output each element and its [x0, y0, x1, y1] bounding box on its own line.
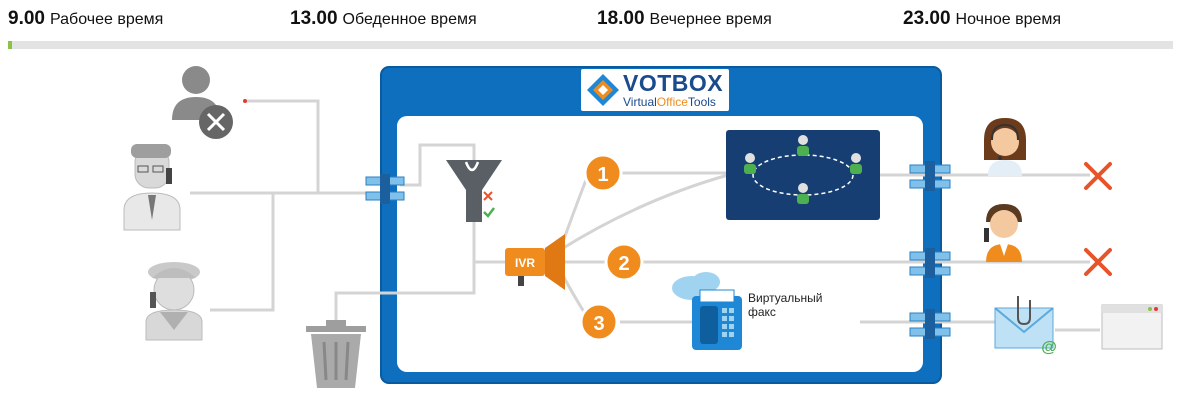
- browser-window-icon[interactable]: [1101, 304, 1163, 350]
- virtual-fax-label: Виртуальный факс: [748, 291, 823, 319]
- connector-right-2: [909, 248, 951, 278]
- svg-text:2: 2: [618, 253, 629, 275]
- connector-left: [365, 174, 405, 204]
- svg-text:@: @: [1041, 339, 1057, 356]
- votbox-logo-icon: [587, 74, 619, 106]
- votbox-logo: VOTBOX VirtualOfficeTools: [581, 69, 729, 111]
- ivr-option-1[interactable]: 1: [583, 153, 623, 193]
- caller-woman-icon: [145, 262, 203, 341]
- ivr-option-3[interactable]: 3: [579, 302, 619, 342]
- operator-man-icon[interactable]: [984, 204, 1022, 262]
- conference-icon[interactable]: [726, 130, 880, 220]
- votbox-logo-title: VOTBOX: [623, 70, 724, 96]
- filter-funnel-icon[interactable]: [446, 160, 502, 222]
- email-envelope-icon[interactable]: @: [994, 296, 1057, 356]
- operator-woman-icon[interactable]: [984, 118, 1026, 176]
- blocked-caller-icon: [172, 66, 247, 139]
- svg-text:1: 1: [597, 164, 608, 186]
- connector-right-1: [909, 161, 951, 191]
- reject-x-icon: [1084, 162, 1112, 276]
- megaphone-icon[interactable]: IVR: [505, 234, 565, 290]
- caller-phone-icon: [123, 144, 181, 231]
- timeline-marker[interactable]: [8, 41, 12, 49]
- votbox-logo-subtitle: VirtualOfficeTools: [623, 95, 716, 109]
- connector-right-3: [909, 309, 951, 339]
- ivr-option-2[interactable]: 2: [604, 242, 644, 282]
- ivr-label: IVR: [515, 256, 535, 270]
- svg-text:3: 3: [593, 313, 604, 335]
- trash-bin-icon[interactable]: [306, 320, 366, 388]
- timeline-track[interactable]: [8, 41, 1173, 49]
- fax-machine-icon[interactable]: [692, 289, 742, 350]
